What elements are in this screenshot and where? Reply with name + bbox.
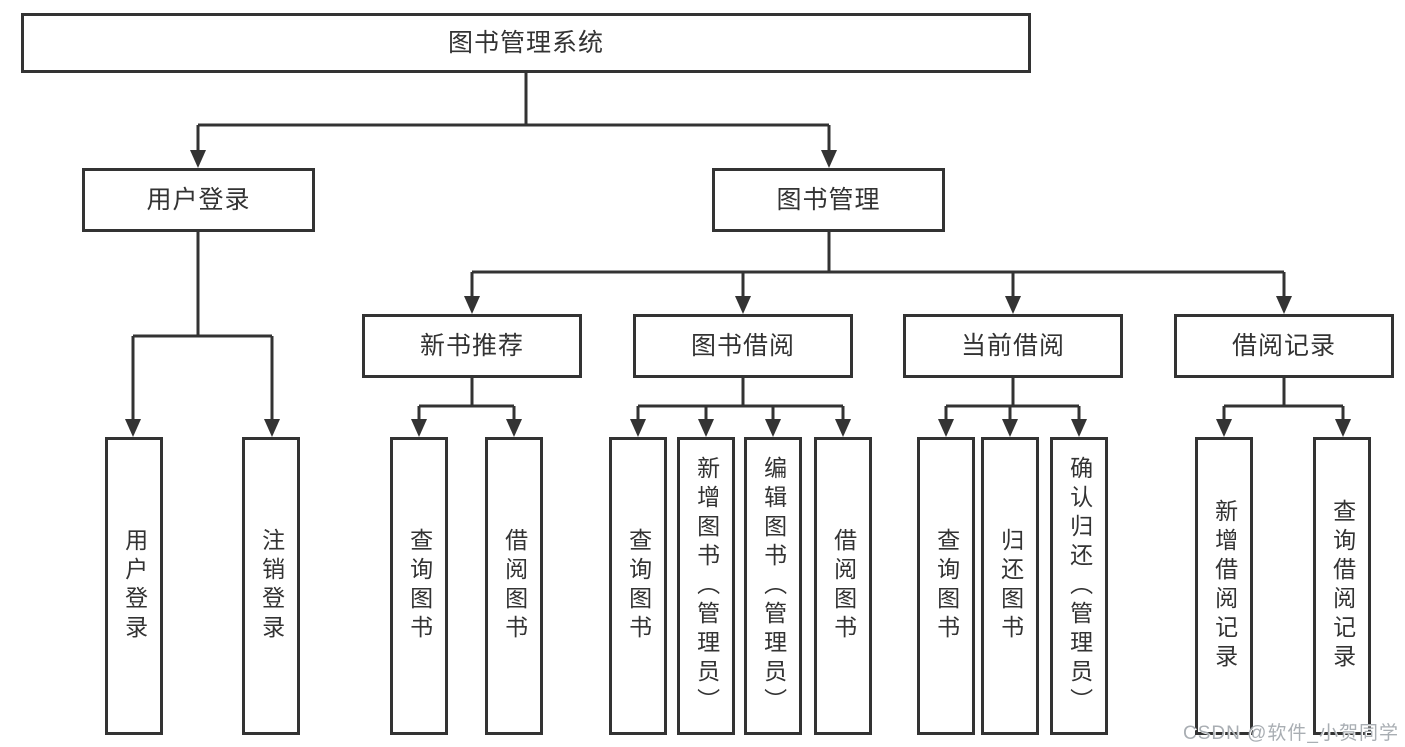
arrowhead [411, 419, 427, 437]
node-label: 编辑图书（管理员） [760, 455, 787, 717]
node-label: 查询图书 [625, 528, 652, 644]
arrowhead [264, 419, 280, 437]
node-query-books-recommend: 查询图书 [390, 437, 448, 735]
node-confirm-return-admin: 确认归还（管理员） [1050, 437, 1108, 735]
node-label: 图书借阅 [690, 331, 795, 360]
arrowheads [125, 150, 1351, 437]
node-add-books-admin: 新增图书（管理员） [677, 437, 735, 735]
arrowhead [1071, 419, 1087, 437]
arrowhead [1002, 419, 1018, 437]
arrowhead [1276, 296, 1292, 314]
node-library-management-system: 图书管理系统 [21, 13, 1031, 73]
arrowhead [698, 419, 714, 437]
node-borrow-books-recommend: 借阅图书 [485, 437, 543, 735]
arrowhead [1005, 296, 1021, 314]
node-return-books: 归还图书 [981, 437, 1039, 735]
node-label: 确认归还（管理员） [1066, 455, 1093, 717]
node-label: 用户登录 [146, 185, 251, 214]
node-label: 新增借阅记录 [1211, 499, 1238, 673]
arrowhead [835, 419, 851, 437]
arrowhead [1335, 419, 1351, 437]
node-borrow-books-action: 借阅图书 [814, 437, 872, 735]
arrowhead [630, 419, 646, 437]
node-label: 查询图书 [933, 528, 960, 644]
node-label: 借阅记录 [1231, 331, 1336, 360]
arrowhead [1216, 419, 1232, 437]
node-label: 注销登录 [258, 528, 285, 644]
node-label: 借阅图书 [830, 528, 857, 644]
node-label: 查询借阅记录 [1329, 499, 1356, 673]
connector-group0-split [419, 378, 514, 408]
node-label: 借阅图书 [501, 528, 528, 644]
arrowhead [190, 150, 206, 168]
arrowhead [464, 296, 480, 314]
connector-group3-split [1224, 378, 1343, 408]
node-label: 查询图书 [406, 528, 433, 644]
node-user-login: 用户登录 [82, 168, 315, 232]
node-query-borrow-record: 查询借阅记录 [1313, 437, 1371, 735]
node-query-books-current: 查询图书 [917, 437, 975, 735]
node-book-borrowing: 图书借阅 [633, 314, 853, 378]
arrowhead [735, 296, 751, 314]
connector-book-mgmt-stub [472, 232, 1284, 274]
node-edit-books-admin: 编辑图书（管理员） [744, 437, 802, 735]
node-user-login-action: 用户登录 [105, 437, 163, 735]
connector-group2-split [946, 378, 1079, 408]
node-borrowing-records: 借阅记录 [1174, 314, 1394, 378]
arrowhead [938, 419, 954, 437]
arrowhead [506, 419, 522, 437]
node-current-borrowing: 当前借阅 [903, 314, 1123, 378]
arrowhead [125, 419, 141, 437]
node-label: 当前借阅 [960, 331, 1065, 360]
node-book-management: 图书管理 [712, 168, 945, 232]
arrowhead [821, 150, 837, 168]
csdn-watermark: CSDN @软件_小贺同学 [1183, 723, 1399, 744]
node-new-book-recommendation: 新书推荐 [362, 314, 582, 378]
node-label: 新增图书（管理员） [693, 455, 720, 717]
connector-group1-split [638, 378, 843, 408]
node-label: 图书管理系统 [447, 28, 604, 57]
arrowhead [765, 419, 781, 437]
connector-user-login-stub [133, 232, 272, 338]
node-label: 用户登录 [121, 528, 148, 644]
node-logout-action: 注销登录 [242, 437, 300, 735]
node-label: 归还图书 [997, 528, 1024, 644]
node-add-borrow-record: 新增借阅记录 [1195, 437, 1253, 735]
node-label: 图书管理 [776, 185, 881, 214]
node-label: 新书推荐 [419, 331, 524, 360]
node-query-books-borrowing: 查询图书 [609, 437, 667, 735]
